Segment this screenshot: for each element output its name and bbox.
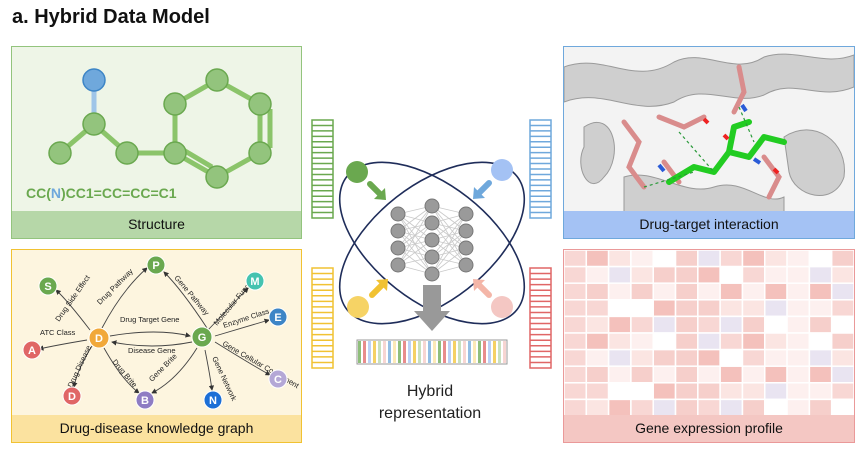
figure-title: a. Hybrid Data Model — [12, 6, 210, 28]
svg-text:Drug Target Gene: Drug Target Gene — [120, 315, 179, 324]
kg-node-e: E — [268, 307, 288, 327]
ligand-molecule — [666, 119, 787, 185]
svg-text:S: S — [44, 281, 51, 293]
structure-feature-vector — [311, 119, 334, 219]
kg-node-a: A — [22, 340, 42, 360]
graph-feature-vector — [311, 267, 334, 369]
svg-text:G: G — [198, 332, 207, 344]
structure-panel: CC(N)CC1=CC=CC=C1 Structure — [11, 46, 302, 239]
drug-target-caption: Drug-target interaction — [564, 211, 854, 238]
knowledge-graph-caption: Drug-disease knowledge graph — [12, 415, 301, 442]
kg-node-c: C — [268, 369, 288, 389]
structure-input-dot — [346, 161, 368, 183]
svg-text:Gene Brite: Gene Brite — [147, 352, 179, 384]
svg-text:Gene Cellular Component: Gene Cellular Component — [221, 339, 301, 391]
kg-node-p: P — [146, 255, 166, 275]
svg-text:ATC Class: ATC Class — [40, 328, 76, 337]
svg-text:Gene Pathway: Gene Pathway — [172, 274, 211, 318]
svg-text:P: P — [152, 260, 159, 272]
kg-node-g: G — [191, 326, 213, 348]
hybrid-representation-vector — [356, 339, 508, 365]
knowledge-graph-panel: Drug Side Effect Drug Pathway Gene Pathw… — [11, 249, 302, 443]
gene-expression-caption: Gene expression profile — [564, 415, 854, 442]
down-arrow-icon — [414, 311, 450, 331]
protein-structure-image — [563, 47, 855, 213]
neural-network-icon — [390, 198, 474, 282]
expression-feature-vector — [529, 267, 552, 369]
svg-text:Drug Side Effect: Drug Side Effect — [53, 273, 92, 324]
svg-text:B: B — [141, 395, 149, 407]
expression-input-dot — [491, 296, 513, 318]
kg-node-d: D — [88, 327, 110, 349]
interaction-input-dot — [491, 159, 513, 181]
svg-text:D: D — [68, 391, 76, 403]
gene-expression-heatmap — [563, 249, 855, 417]
svg-text:C: C — [274, 374, 282, 386]
svg-text:A: A — [28, 345, 36, 357]
structure-caption: Structure — [12, 211, 301, 238]
knowledge-graph: Drug Side Effect Drug Pathway Gene Pathw… — [22, 255, 301, 410]
molecule-graph: CC(N)CC1=CC=CC=C1 — [26, 68, 273, 201]
svg-text:M: M — [250, 276, 259, 288]
svg-text:D: D — [95, 333, 103, 345]
drug-target-panel: Drug-target interaction — [563, 46, 855, 239]
kg-node-b: B — [135, 390, 155, 410]
svg-text:Drug Brite: Drug Brite — [110, 358, 139, 390]
hybrid-representation-label: Hybrid representation — [378, 383, 482, 422]
svg-text:Drug Disease: Drug Disease — [66, 344, 93, 389]
kg-node-disease: D — [62, 386, 82, 406]
kg-node-m: M — [245, 271, 265, 291]
gene-expression-panel: Gene expression profile — [563, 249, 855, 443]
smiles-string: CC(N)CC1=CC=CC=C1 — [26, 185, 177, 201]
kg-node-n: N — [203, 390, 223, 410]
kg-node-s: S — [38, 276, 58, 296]
svg-text:N: N — [209, 395, 217, 407]
nitrogen-atom — [82, 68, 106, 92]
graph-input-dot — [347, 296, 369, 318]
svg-text:E: E — [274, 312, 281, 324]
svg-text:Disease Gene: Disease Gene — [128, 346, 176, 355]
interaction-feature-vector — [529, 119, 552, 219]
